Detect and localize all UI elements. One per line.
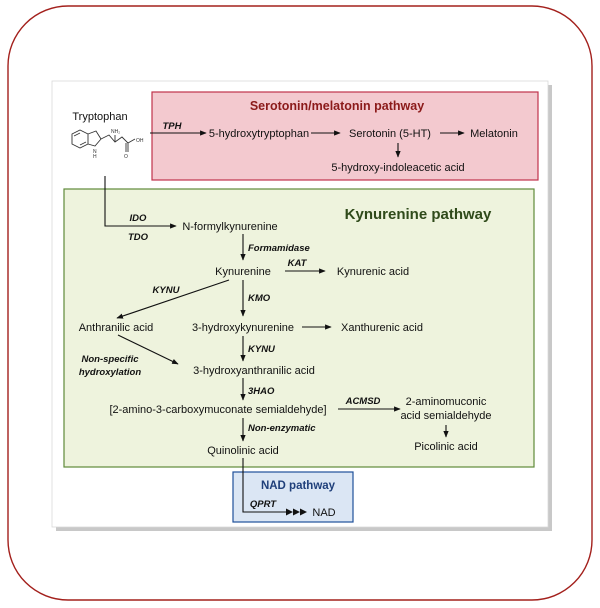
metabolite-melatonin: Melatonin [470,128,518,140]
enzyme-ido: IDO [130,213,148,224]
kynurenine-pathway-box [63,188,535,468]
arrow-anthranilic-to-3haa [117,334,179,365]
structure-oxygen-label: O [124,154,128,160]
kynurenine-pathway-title: Kynurenine pathway [345,206,492,223]
structure-nitrogen-label: N [93,149,97,155]
enzyme-nonspecific-line1: Non-specific [81,354,139,365]
pathway-connectors [104,130,465,513]
enzyme-3hao: 3HAO [248,386,275,397]
arrow-kyn-to-anthranilic [116,279,230,319]
enzyme-kynu-left: KYNU [153,285,181,296]
enzyme-nonspecific-line2: hydroxylation [79,367,141,378]
metabolite-3-hydroxyanthranilic-acid: 3-hydroxyanthranilic acid [193,365,315,377]
serotonin-pathway-title: Serotonin/melatonin pathway [250,99,424,113]
metabolite-2-aminomuconic-line1: 2-aminomuconic [406,396,487,408]
nad-pathway-title: NAD pathway [261,480,336,492]
metabolite-serotonin: Serotonin (5-HT) [349,128,431,140]
tryptophan-structure [71,129,136,152]
enzyme-kmo: KMO [248,293,271,304]
enzyme-non-enzymatic: Non-enzymatic [248,423,316,434]
structure-amine-label: NH₂ [111,129,120,135]
enzyme-tdo: TDO [128,232,149,243]
metabolite-5-hydroxytryptophan: 5-hydroxytryptophan [209,128,309,140]
metabolite-kynurenine: Kynurenine [215,266,271,278]
metabolite-3-hydroxykynurenine: 3-hydroxykynurenine [192,322,294,334]
metabolite-anthranilic-acid: Anthranilic acid [79,322,154,334]
metabolite-nad: NAD [312,507,335,519]
metabolite-quinolinic-acid: Quinolinic acid [207,445,279,457]
metabolite-xanthurenic-acid: Xanthurenic acid [341,322,423,334]
enzyme-kat: KAT [288,258,308,269]
enzyme-kynu-center: KYNU [248,344,276,355]
metabolite-5-hydroxy-indoleacetic-acid: 5-hydroxy-indoleacetic acid [331,162,464,174]
metabolite-kynurenic-acid: Kynurenic acid [337,266,409,278]
arrow-trp-to-nfk [104,176,177,229]
arrow-quinolinic-to-nad [242,458,286,513]
metabolite-picolinic-acid: Picolinic acid [414,441,478,453]
metabolite-2-aminomuconic-line2: acid semialdehyde [400,410,491,422]
metabolite-tryptophan: Tryptophan [72,111,127,123]
triple-arrowheads-to-nad [286,508,307,516]
structure-hydroxyl-label: OH [136,138,144,144]
enzyme-formamidase: Formamidase [248,243,310,254]
structure-hydrogen-label: H [93,154,97,160]
enzyme-qprt: QPRT [250,499,277,510]
enzyme-tph: TPH [163,121,183,132]
metabolite-n-formylkynurenine: N-formylkynurenine [182,221,277,233]
serotonin-pathway-box [151,91,539,181]
enzyme-acmsd: ACMSD [345,396,381,407]
metabolite-acms: [2-amino-3-carboxymuconate semialdehyde] [109,404,326,416]
